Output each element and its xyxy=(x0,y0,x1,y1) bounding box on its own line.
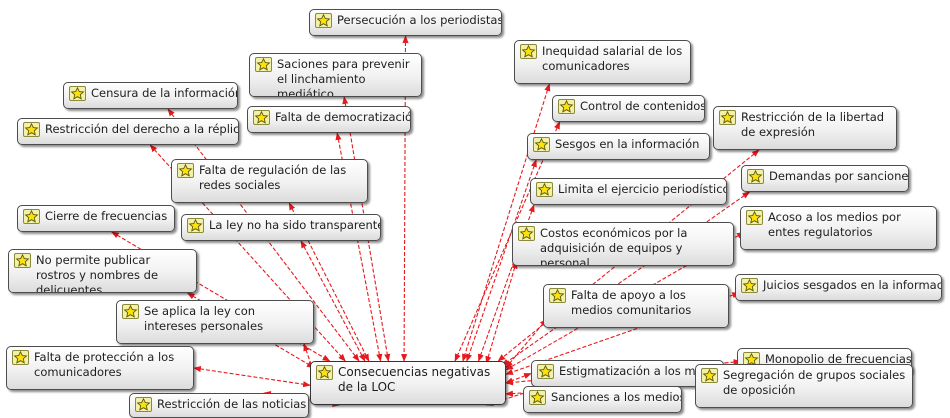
node-label: Sesgos en la información xyxy=(555,137,700,151)
quotation-star-icon xyxy=(14,253,31,268)
node-apoyo[interactable]: Falta de apoyo a los medios comunitarios xyxy=(543,284,729,328)
quotation-star-icon xyxy=(741,278,758,293)
edge-costos xyxy=(485,260,518,364)
edge-sanciones-medios xyxy=(485,385,548,406)
node-label: No permite publicar rostros y nombres de… xyxy=(36,253,159,293)
node-falta-regulacion[interactable]: Falta de regulación de las redes sociale… xyxy=(171,159,368,203)
node-label: Acoso a los medios por entes regulatorio… xyxy=(768,210,901,239)
quotation-star-icon xyxy=(187,218,204,233)
quotation-star-icon xyxy=(558,99,575,114)
node-label: Inequidad salarial de los comunicadores xyxy=(542,44,683,73)
edge-estigmatizacion xyxy=(505,372,532,384)
quotation-star-icon xyxy=(536,182,553,197)
node-label: Control de contenidos xyxy=(580,99,705,113)
node-label: Costos económicos por la adquisición de … xyxy=(540,226,688,266)
node-label: Estigmatización a los medios xyxy=(559,364,724,378)
node-censura[interactable]: Censura de la información xyxy=(63,82,238,109)
node-sesgos[interactable]: Sesgos en la información xyxy=(527,133,710,160)
node-label: Limita el ejercicio periodístico xyxy=(558,182,727,196)
node-label: Falta de apoyo a los medios comunitarios xyxy=(571,288,692,317)
node-label: Restricción de la libertad de expresión xyxy=(741,110,885,139)
quotation-star-icon xyxy=(719,110,736,125)
quotation-star-icon xyxy=(23,209,40,224)
quotation-star-icon xyxy=(701,368,718,383)
node-sanciones-linchamiento[interactable]: Saciones para prevenir el linchamiento m… xyxy=(249,53,422,97)
quotation-star-icon xyxy=(135,397,152,412)
node-intereses[interactable]: Se aplica la ley con intereses personale… xyxy=(116,300,314,344)
node-label: Segregación de grupos sociales de oposic… xyxy=(723,368,906,397)
node-label: Persecución a los periodistas xyxy=(337,13,502,27)
quotation-star-icon xyxy=(253,110,270,125)
node-costos[interactable]: Costos económicos por la adquisición de … xyxy=(512,222,734,266)
node-demandas[interactable]: Demandas por sanciones xyxy=(741,165,909,192)
node-segregacion[interactable]: Segregación de grupos sociales de oposic… xyxy=(695,364,913,408)
quotation-star-icon xyxy=(315,13,332,28)
node-label: Juicios sesgados en la información xyxy=(763,278,942,292)
node-label: Demandas por sanciones xyxy=(769,169,909,183)
node-inequidad[interactable]: Inequidad salarial de los comunicadores xyxy=(514,40,691,84)
node-label: Cierre de frecuencias xyxy=(45,209,168,223)
edge-ley-transparente xyxy=(300,240,366,362)
quotation-star-icon xyxy=(537,364,554,379)
node-restriccion-noticias[interactable]: Restricción de las noticias xyxy=(129,393,309,418)
quotation-star-icon xyxy=(177,163,194,178)
node-restriccion-replica[interactable]: Restricción del derecho a la réplica xyxy=(17,118,239,145)
node-label: Consecuencias negativas de la LOC xyxy=(338,365,491,394)
node-proteccion[interactable]: Falta de protección a los comunicadores xyxy=(6,346,194,390)
quotation-star-icon xyxy=(23,122,40,137)
quotation-star-icon xyxy=(529,390,546,405)
node-label: Falta de democratización xyxy=(275,110,411,124)
node-restriccion-libertad[interactable]: Restricción de la libertad de expresión xyxy=(713,106,897,150)
node-label: Restricción de las noticias xyxy=(157,397,307,411)
edge-apoyo xyxy=(505,318,548,369)
quotation-star-icon xyxy=(122,304,139,319)
quotation-star-icon xyxy=(533,137,550,152)
quotation-star-icon xyxy=(12,350,29,365)
node-cierre[interactable]: Cierre de frecuencias xyxy=(17,205,175,232)
node-label: Censura de la información xyxy=(91,86,238,100)
edge-proteccion xyxy=(193,365,311,388)
node-acoso[interactable]: Acoso a los medios por entes regulatorio… xyxy=(740,206,937,250)
node-label: Falta de regulación de las redes sociale… xyxy=(199,163,347,192)
node-sanciones-medios[interactable]: Sanciones a los medios xyxy=(523,386,682,413)
quotation-star-icon xyxy=(69,86,86,101)
node-label: Falta de protección a los comunicadores xyxy=(34,350,175,379)
node-control[interactable]: Control de contenidos xyxy=(552,95,705,122)
node-persecucion[interactable]: Persecución a los periodistas xyxy=(309,9,502,36)
quotation-star-icon xyxy=(316,365,333,380)
node-label: La ley no ha sido transparente xyxy=(209,218,381,232)
node-label: Restricción del derecho a la réplica xyxy=(45,122,239,136)
quotation-star-icon xyxy=(520,44,537,59)
root-node-root[interactable]: Consecuencias negativas de la LOC xyxy=(310,361,506,405)
node-label: Saciones para prevenir el linchamiento m… xyxy=(277,57,410,97)
quotation-star-icon xyxy=(255,57,272,72)
node-limita[interactable]: Limita el ejercicio periodístico xyxy=(530,178,727,205)
quotation-star-icon xyxy=(518,226,535,241)
quotation-star-icon xyxy=(549,288,566,303)
quotation-star-icon xyxy=(746,210,763,225)
node-juicios[interactable]: Juicios sesgados en la información xyxy=(735,274,942,301)
quotation-star-icon xyxy=(747,169,764,184)
node-no-publicar[interactable]: No permite publicar rostros y nombres de… xyxy=(8,249,197,293)
node-label: Sanciones a los medios xyxy=(551,390,682,404)
node-falta-democratizacion[interactable]: Falta de democratización xyxy=(247,106,411,133)
node-label: Se aplica la ley con intereses personale… xyxy=(144,304,264,333)
node-ley-transparente[interactable]: La ley no ha sido transparente xyxy=(181,214,381,241)
edge-demandas xyxy=(501,191,751,366)
node-label: Monopolio de frecuencias xyxy=(765,352,912,366)
